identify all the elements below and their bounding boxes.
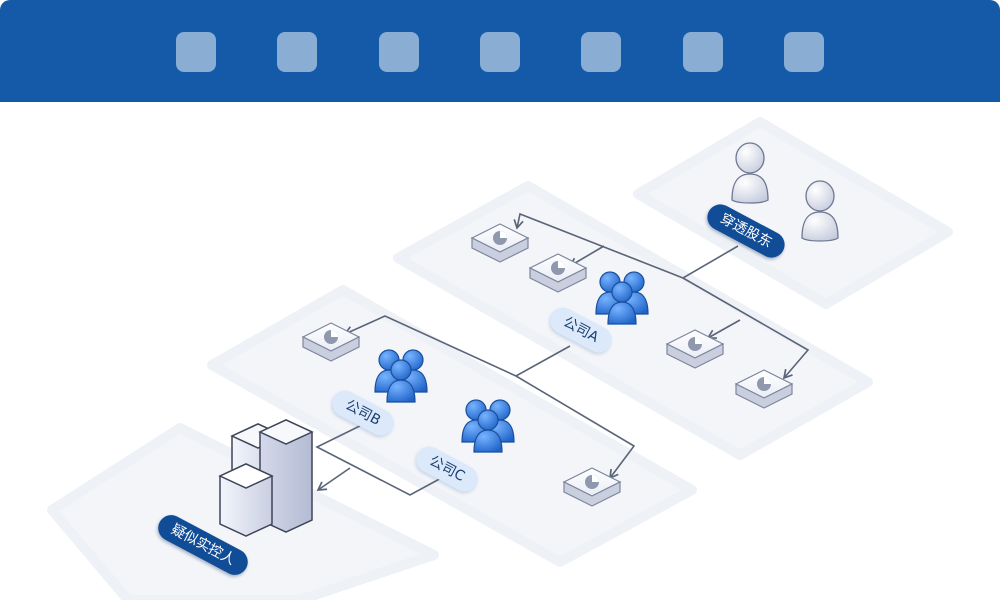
toolbar-button-5[interactable] [581,32,621,72]
toolbar-button-4[interactable] [480,32,520,72]
toolbar-button-1[interactable] [176,32,216,72]
connectors [315,212,810,496]
toolbar-button-7[interactable] [784,32,824,72]
toolbar-button-2[interactable] [277,32,317,72]
toolbar-button-3[interactable] [379,32,419,72]
toolbar-button-6[interactable] [683,32,723,72]
building-icon[interactable] [218,419,314,537]
top-toolbar [0,0,1000,102]
